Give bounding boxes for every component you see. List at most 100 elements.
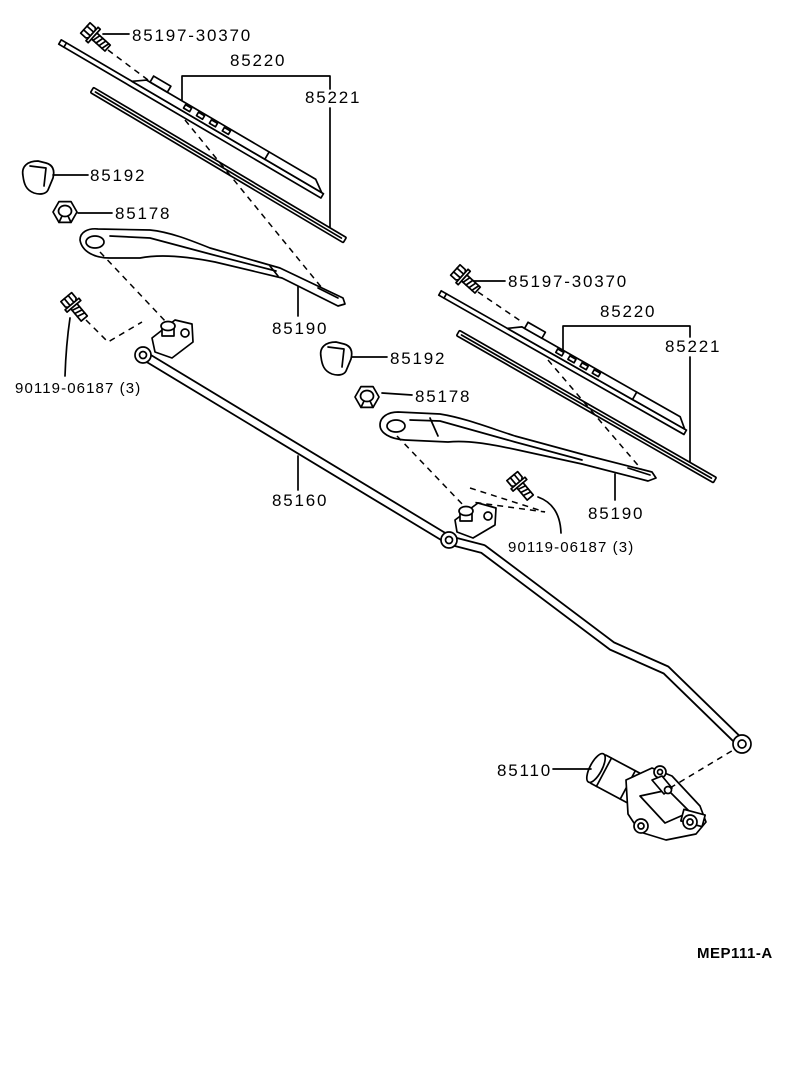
left-pivot-bolt-leader bbox=[64, 317, 71, 377]
right-blade-assembly-label: 85220 bbox=[600, 302, 656, 321]
nut-dome bbox=[57, 204, 73, 218]
arm-step bbox=[269, 265, 279, 277]
left-wiper-blade-refill bbox=[89, 86, 347, 244]
left-pivot-bolt-dashline bbox=[85, 319, 143, 343]
nut-edge bbox=[369, 400, 374, 409]
right-nut-leader bbox=[381, 392, 413, 396]
right-arm-cap bbox=[319, 341, 353, 376]
refill-center-line bbox=[94, 91, 343, 239]
refill-center-line bbox=[460, 334, 713, 479]
bolt-head-edge bbox=[86, 25, 94, 33]
bolt-shank bbox=[90, 32, 112, 52]
frame-arm-clip bbox=[523, 321, 547, 340]
motor-grommet-hole bbox=[686, 818, 694, 826]
right-arm-to-pivot-dashline bbox=[396, 435, 465, 507]
frame-end-claw bbox=[443, 292, 448, 299]
bolt-thread bbox=[462, 276, 480, 292]
nut-edge bbox=[360, 400, 365, 409]
motor-grommet-hole bbox=[656, 768, 664, 776]
frame-arm-clip bbox=[149, 75, 172, 94]
frame-hole bbox=[567, 355, 577, 364]
left-wiper-arm bbox=[79, 228, 346, 307]
bolt-thread bbox=[517, 484, 532, 497]
cap-edge bbox=[29, 165, 47, 187]
right-blade-to-arm-dashline bbox=[547, 359, 643, 471]
motor-to-link-dashline bbox=[669, 748, 736, 789]
cap-body bbox=[21, 160, 55, 195]
left-blade-to-arm-dashline bbox=[184, 119, 323, 289]
right-bolt-to-blade-dashline bbox=[477, 291, 523, 323]
frame-end-claw bbox=[263, 151, 270, 161]
bolt-thread bbox=[71, 305, 86, 318]
left-arm-label: 85190 bbox=[272, 319, 328, 338]
left-arm-to-pivot-dashline bbox=[99, 251, 167, 323]
left-pivot-bolt bbox=[60, 291, 89, 322]
arm-body bbox=[79, 228, 346, 307]
main-rod-body bbox=[139, 351, 453, 544]
left-blade-assembly-label: 85220 bbox=[230, 51, 286, 70]
bolt-head-edge bbox=[63, 297, 71, 306]
diagram-code: MEP111-A bbox=[697, 945, 773, 962]
right-pivot-shaft-top bbox=[458, 505, 474, 517]
cap-body bbox=[319, 341, 353, 376]
wiper-motor bbox=[585, 752, 707, 841]
right-pivot-bolt-dashline bbox=[469, 487, 546, 513]
frame-hole bbox=[195, 111, 206, 121]
left-wiper-blade-frame bbox=[57, 38, 325, 199]
right-blade-refill-label: 85221 bbox=[665, 337, 721, 356]
bolt-shank bbox=[460, 274, 482, 294]
left-blade-bolt bbox=[79, 21, 112, 52]
frame-yoke bbox=[131, 79, 323, 194]
right-rod-eye-hole bbox=[737, 739, 747, 749]
right-pivot-bolt bbox=[506, 470, 535, 501]
left-pivot-bolt-label: 90119-06187 (3) bbox=[15, 380, 141, 397]
frame-hole bbox=[182, 103, 193, 113]
frame-hole bbox=[554, 348, 565, 357]
left-bolt-to-blade-dashline bbox=[107, 49, 149, 81]
right-pivot-bracket bbox=[454, 502, 497, 539]
right-wiper-blade-refill bbox=[456, 329, 717, 484]
middle-rod-eye-hole bbox=[444, 535, 454, 545]
frame-hole bbox=[208, 118, 219, 128]
wiper-link-85160 bbox=[134, 346, 752, 754]
left-blade-refill-label: 85221 bbox=[305, 88, 361, 107]
frame-end-claw bbox=[631, 391, 638, 401]
bolt-head-edge bbox=[82, 28, 91, 37]
motor-grommet-hole bbox=[637, 822, 645, 830]
arm-channel-line bbox=[109, 235, 277, 272]
right-blade-assembly-bracket bbox=[562, 325, 691, 351]
frame-hole bbox=[221, 126, 232, 136]
arm-tip-hook bbox=[317, 287, 339, 299]
arm-tip-hook bbox=[627, 467, 651, 476]
nut-edge bbox=[58, 215, 63, 224]
motor-can-band bbox=[595, 757, 613, 788]
crank-rod-outline bbox=[447, 536, 747, 749]
arm-pivot-head bbox=[386, 419, 406, 433]
right-arm-cap-label: 85192 bbox=[390, 349, 446, 368]
motor-can-end bbox=[585, 752, 607, 784]
left-blade-bolt-label: 85197-30370 bbox=[132, 26, 252, 45]
arm-channel-line bbox=[409, 419, 583, 461]
arm-pivot-head bbox=[85, 235, 105, 249]
motor-label: 85110 bbox=[497, 761, 552, 780]
arm-step bbox=[429, 417, 439, 437]
motor-crank-pin bbox=[663, 785, 673, 795]
nut-dome bbox=[359, 389, 375, 403]
left-arm-nut-label: 85178 bbox=[115, 204, 171, 223]
bolt-head-edge bbox=[456, 267, 464, 275]
frame-hole bbox=[579, 361, 590, 371]
left-blade-assembly-bracket bbox=[181, 75, 331, 101]
left-pivot-shaft-top bbox=[160, 320, 176, 332]
right-pivot-bolt-label: 90119-06187 (3) bbox=[508, 539, 634, 556]
bolt-head-edge bbox=[509, 476, 517, 485]
left-pivot-mount-hole bbox=[180, 328, 190, 338]
left-arm-cap bbox=[21, 160, 55, 195]
right-arm-nut-label: 85178 bbox=[415, 387, 471, 406]
right-arm-label: 85190 bbox=[588, 504, 644, 523]
right-pivot-mount-hole bbox=[483, 511, 493, 521]
right-arm-nut bbox=[354, 385, 380, 409]
bolt-head-edge bbox=[67, 294, 75, 303]
bolt-head-edge bbox=[452, 270, 461, 279]
crank-rod-body bbox=[448, 537, 746, 748]
right-blade-bolt-label: 85197-30370 bbox=[508, 272, 628, 291]
